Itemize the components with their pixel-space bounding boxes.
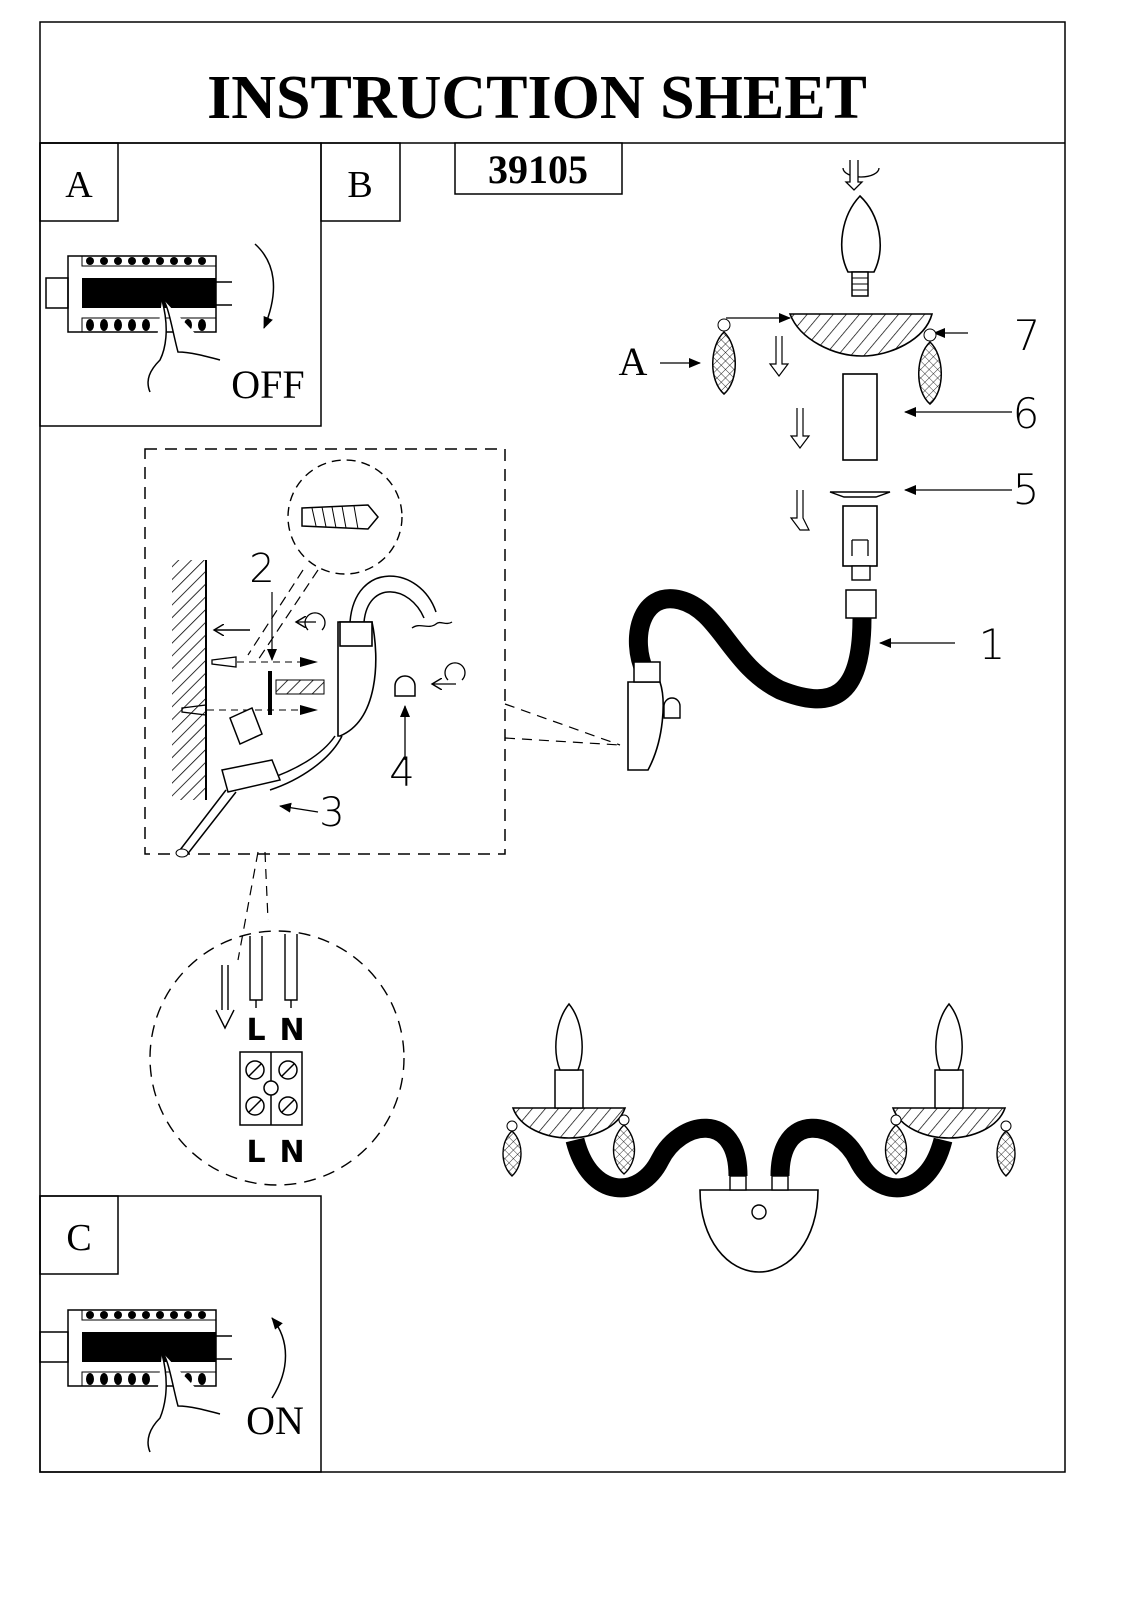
twisted-arm: [772, 1120, 951, 1196]
step-b-label-box: [320, 142, 401, 222]
crystal-drop-icon: [918, 340, 942, 405]
callout-1: 1: [979, 620, 1006, 669]
hand-icon: [147, 1349, 221, 1453]
callout-7: 7: [1014, 311, 1041, 360]
candle-bulb-icon: [555, 1002, 583, 1071]
step-a-label-box: [39, 142, 119, 222]
breaker-panel-icon: [45, 255, 232, 333]
rotate-arrow-icon: [271, 1317, 287, 1399]
wire-label-neutral-top: N: [279, 1013, 304, 1048]
wall-plate: [627, 681, 664, 771]
anchor-zoom-circle: [287, 459, 403, 575]
page-frame: [39, 21, 1066, 1473]
crystal-drop-icon: [502, 1130, 522, 1177]
step-a-letter: A: [65, 164, 93, 206]
candle-bulb-icon: [841, 194, 881, 273]
wire-label-neutral-bottom: N: [279, 1135, 304, 1170]
twisted-arm: [630, 590, 870, 707]
rotate-arrow-icon: [842, 167, 880, 178]
wall-anchor-icon: [301, 504, 379, 530]
wall-plate: [337, 621, 377, 737]
terminal-block-icon: [221, 759, 282, 793]
callout-3: 3: [319, 790, 344, 836]
callout-6: 6: [1013, 389, 1040, 438]
step-c-panel: C ON: [39, 1195, 322, 1473]
step-c-label-box: [39, 1195, 119, 1275]
crystal-drop-icon: [996, 1130, 1016, 1177]
terminal-block-icon: [239, 1051, 303, 1126]
step-c-caption: ON: [246, 1398, 304, 1443]
crystal-drop-icon: [712, 330, 736, 395]
rotate-arrow-icon: [254, 243, 275, 329]
wall-section: [172, 560, 206, 800]
drip-bowl: [788, 313, 934, 357]
callout-a: A: [619, 339, 648, 384]
step-a-panel: A OFF: [39, 142, 322, 427]
twisted-arm: [567, 1120, 746, 1196]
wall-plate: [699, 1189, 819, 1273]
screw-icon: [181, 656, 325, 716]
page-title: INSTRUCTION SHEET: [207, 64, 867, 132]
model-number-box: [454, 142, 623, 195]
hand-icon: [147, 295, 221, 393]
crystal-drop-icon: [612, 1124, 636, 1175]
wire-label-live-bottom: L: [246, 1135, 265, 1170]
washer: [829, 491, 891, 498]
lamp-socket: [842, 505, 878, 567]
breaker-panel-icon: [39, 1309, 232, 1387]
cap-nut-icon: [394, 675, 416, 697]
model-number: 39105: [488, 147, 588, 192]
candle-bulb-icon: [935, 1002, 963, 1071]
junction-box-icon: [229, 706, 263, 746]
candle-sleeve: [842, 373, 878, 461]
assembled-fixture: [502, 1002, 1016, 1273]
mounting-detail: 2 4 3: [144, 448, 506, 858]
exploded-assembly: 7 A 6 5 1: [619, 160, 1041, 771]
step-a-caption: OFF: [231, 362, 304, 407]
callout-5: 5: [1013, 465, 1040, 514]
wire-label-live-top: L: [246, 1013, 265, 1048]
wiring-detail: L N L N: [149, 930, 405, 1186]
callout-2: 2: [249, 546, 274, 592]
crystal-drop-icon: [884, 1124, 908, 1175]
callout-4: 4: [389, 750, 414, 796]
step-b-letter: B: [347, 164, 372, 206]
step-c-letter: C: [66, 1217, 91, 1259]
